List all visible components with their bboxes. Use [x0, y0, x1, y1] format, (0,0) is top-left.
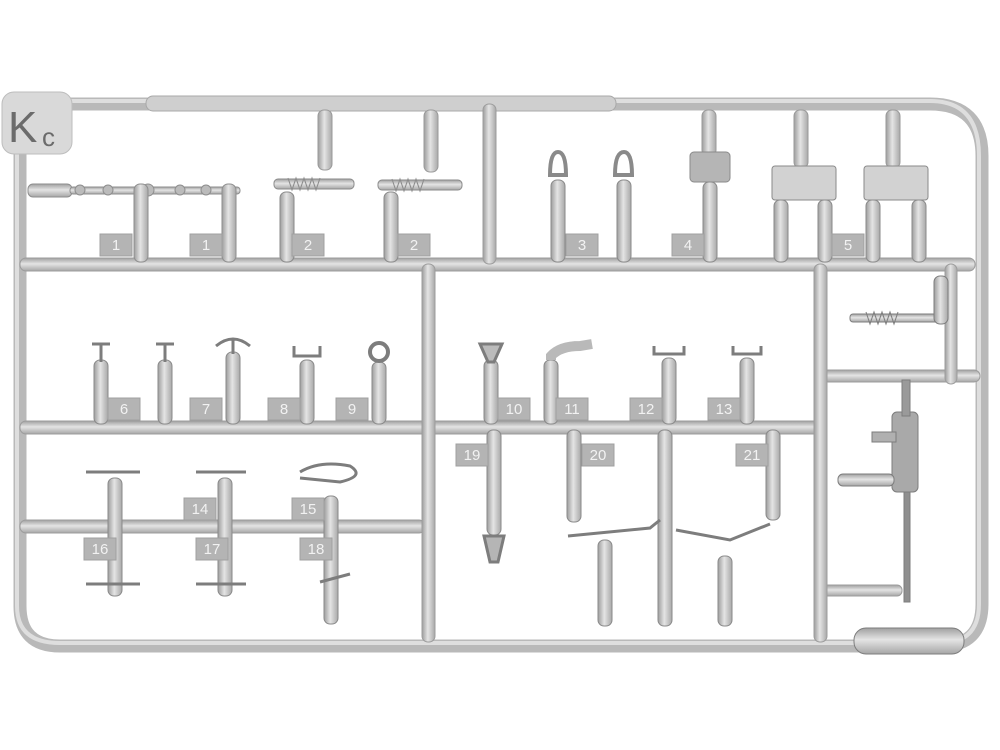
part-number-tag: 17	[195, 537, 229, 561]
rivet-strip	[145, 95, 617, 112]
part-number-tag: 11	[555, 397, 589, 421]
part-number-tag: 8	[267, 397, 301, 421]
row2-parts	[93, 351, 755, 425]
part-number-tag: 16	[83, 537, 117, 561]
part-number-tag: 2	[397, 233, 431, 257]
sprue-sub-letter: c	[42, 122, 55, 152]
part-number: 19	[464, 447, 481, 464]
part-number-tag: 6	[107, 397, 141, 421]
row2-part-tops	[92, 337, 763, 364]
part-number: 4	[684, 237, 692, 254]
part-number-tag: 14	[183, 497, 217, 521]
part-number: 13	[716, 401, 733, 418]
part-number-tag: 9	[335, 397, 369, 421]
part-number: 12	[638, 401, 655, 418]
part-number-tag: 19	[455, 443, 489, 467]
part-number: 10	[506, 401, 523, 418]
part-1-rods	[27, 183, 241, 263]
part-4-block	[689, 151, 731, 263]
part-number-tag: 21	[735, 443, 769, 467]
runner-vertical	[421, 103, 958, 643]
row3-parts	[107, 429, 781, 627]
part-5-brackets	[771, 165, 929, 263]
part-number-tag: 12	[629, 397, 663, 421]
part-number: 1	[202, 237, 210, 254]
part-3-shackles	[547, 149, 635, 263]
right-section-parts	[837, 275, 965, 655]
part-number-tag: 13	[707, 397, 741, 421]
part-number: 3	[578, 237, 586, 254]
part-number: 20	[590, 447, 607, 464]
part-number: 15	[300, 501, 317, 518]
part-number-tag: 2	[291, 233, 325, 257]
part-number: 2	[304, 237, 312, 254]
part-number: 5	[844, 237, 852, 254]
part-number-tag: 20	[581, 443, 615, 467]
part-number-tag: 15	[291, 497, 325, 521]
part-number-tag: 1	[99, 233, 133, 257]
part-number: 1	[112, 237, 120, 254]
part-number-tag: 18	[299, 537, 333, 561]
part-number: 17	[204, 541, 221, 558]
row3-part-details	[86, 462, 771, 586]
part-number-tag: 5	[831, 233, 865, 257]
part-number: 11	[564, 401, 580, 418]
part-number-tag: 1	[189, 233, 223, 257]
part-2-springs	[273, 176, 463, 263]
part-number: 7	[202, 401, 210, 418]
sprue-letter-tab: K c	[1, 91, 73, 155]
sprue-letter: K	[8, 103, 37, 152]
part-number: 6	[120, 401, 128, 418]
part-number-tag: 4	[671, 233, 705, 257]
part-number-tag: 10	[497, 397, 531, 421]
part-number-tag: 7	[189, 397, 223, 421]
part-number: 8	[280, 401, 288, 418]
part-number: 21	[744, 447, 761, 464]
part-number: 2	[410, 237, 418, 254]
part-number: 16	[92, 541, 109, 558]
part-number: 14	[192, 501, 209, 518]
part-number: 9	[348, 401, 356, 418]
gate-stubs	[317, 109, 901, 173]
part-number: 18	[308, 541, 325, 558]
part-number-tag: 3	[565, 233, 599, 257]
